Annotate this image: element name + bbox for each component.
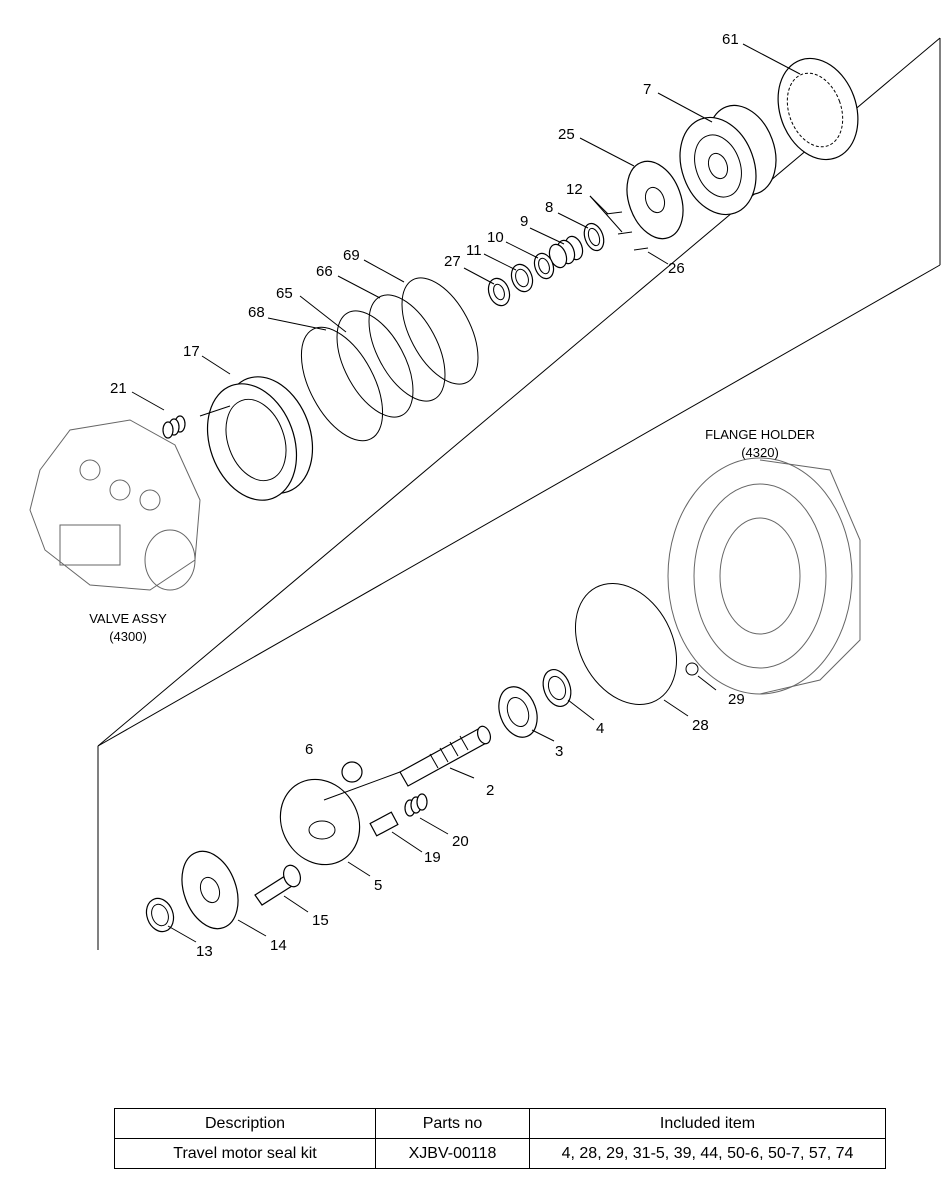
callout-9: 9 bbox=[520, 213, 528, 230]
cell-description: Travel motor seal kit bbox=[114, 1138, 376, 1169]
part-5-swash-plate bbox=[279, 778, 361, 866]
flange-holder-name: FLANGE HOLDER bbox=[705, 427, 815, 442]
part-9-spring bbox=[548, 235, 584, 269]
leader-lines bbox=[131, 43, 801, 943]
table-row: Travel motor seal kit XJBV-00118 4, 28, … bbox=[114, 1138, 886, 1169]
seal-kit-table: Description Parts no Included item Trave… bbox=[114, 1108, 886, 1169]
callout-27: 27 bbox=[444, 253, 461, 270]
callout-3: 3 bbox=[555, 743, 563, 760]
part-21-spring bbox=[162, 415, 186, 439]
header-description: Description bbox=[114, 1108, 376, 1139]
cell-included-item: 4, 28, 29, 31-5, 39, 44, 50-6, 50-7, 57,… bbox=[529, 1138, 886, 1169]
callout-15: 15 bbox=[312, 912, 329, 929]
header-included-item: Included item bbox=[529, 1108, 886, 1139]
table-header-row: Description Parts no Included item bbox=[114, 1108, 886, 1139]
part-17-piston bbox=[206, 376, 314, 501]
flange-holder-code: (4320) bbox=[741, 445, 779, 460]
callout-2: 2 bbox=[486, 782, 494, 799]
callout-28: 28 bbox=[692, 717, 709, 734]
part-3-bearing bbox=[498, 686, 538, 738]
part-25-valve-plate bbox=[626, 160, 684, 240]
part-68-o-ring bbox=[300, 326, 384, 442]
part-2-shaft bbox=[399, 725, 492, 787]
valve-assy-name: VALVE ASSY bbox=[89, 611, 167, 626]
callout-14: 14 bbox=[270, 937, 287, 954]
callout-17: 17 bbox=[183, 343, 200, 360]
flange-holder-drawing bbox=[667, 457, 861, 695]
callout-21: 21 bbox=[110, 380, 127, 397]
part-4-seal bbox=[542, 669, 572, 707]
part-66-o-ring bbox=[368, 294, 446, 402]
callout-69: 69 bbox=[343, 247, 360, 264]
callout-7: 7 bbox=[643, 81, 651, 98]
valve-assembly-drawing bbox=[29, 419, 201, 591]
part-10-ring bbox=[533, 252, 555, 280]
callout-12: 12 bbox=[566, 181, 583, 198]
callout-29: 29 bbox=[728, 691, 745, 708]
callout-66: 66 bbox=[316, 263, 333, 280]
callout-25: 25 bbox=[558, 126, 575, 143]
part-69-o-ring bbox=[401, 277, 479, 385]
part-19-piston bbox=[369, 811, 399, 837]
boundary-outline bbox=[97, 37, 941, 950]
callout-13: 13 bbox=[196, 943, 213, 960]
part-15-piston bbox=[254, 864, 302, 906]
callout-4: 4 bbox=[596, 720, 604, 737]
callout-68: 68 bbox=[248, 304, 265, 321]
cell-parts-no: XJBV-00118 bbox=[375, 1138, 530, 1169]
part-13-bushing bbox=[145, 897, 175, 933]
assembly-captions: FLANGE HOLDER (4320) VALVE ASSY (4300) bbox=[89, 427, 815, 644]
part-14-retainer-plate bbox=[181, 850, 239, 930]
callout-19: 19 bbox=[424, 849, 441, 866]
exploded-parts-diagram: 61 7 25 12 8 9 10 11 27 26 69 66 65 68 1… bbox=[29, 31, 941, 960]
valve-assy-code: (4300) bbox=[109, 629, 147, 644]
part-29-o-ring bbox=[685, 662, 699, 676]
header-parts-no: Parts no bbox=[375, 1108, 530, 1139]
part-8-ring bbox=[583, 222, 605, 252]
part-7-cylinder-block bbox=[679, 104, 777, 216]
callout-5: 5 bbox=[374, 877, 382, 894]
callout-65: 65 bbox=[276, 285, 293, 302]
callout-10: 10 bbox=[487, 229, 504, 246]
part-61-friction-plate bbox=[777, 57, 859, 161]
part-11-ring bbox=[510, 263, 534, 293]
part-28-o-ring bbox=[574, 583, 678, 705]
callout-11: 11 bbox=[466, 242, 482, 259]
callout-20: 20 bbox=[452, 833, 469, 850]
callout-61: 61 bbox=[722, 31, 739, 48]
callout-6: 6 bbox=[305, 741, 313, 758]
callout-8: 8 bbox=[545, 199, 553, 216]
part-20-spring bbox=[404, 793, 428, 817]
part-6-ball bbox=[341, 761, 363, 783]
callout-26: 26 bbox=[668, 260, 685, 277]
part-65-o-ring bbox=[336, 310, 414, 418]
part-27-bearing bbox=[487, 277, 511, 307]
pins-12-26 bbox=[605, 211, 649, 251]
callout-labels: 61 7 25 12 8 9 10 11 27 26 69 66 65 68 1… bbox=[110, 31, 745, 960]
